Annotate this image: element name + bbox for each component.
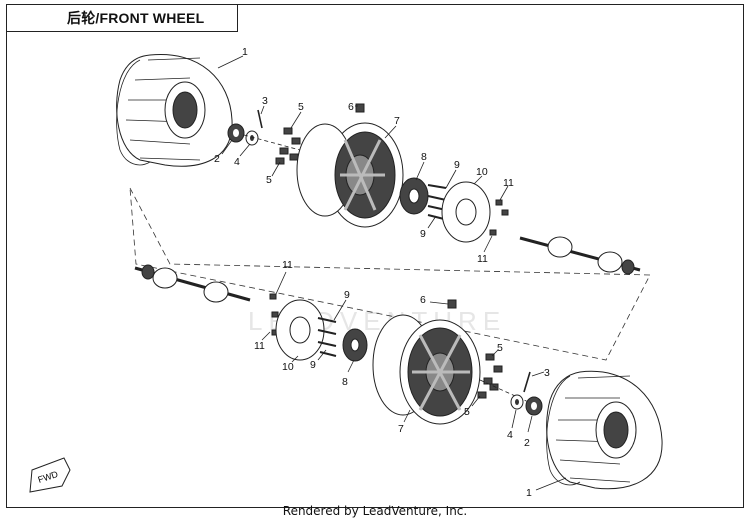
top-axle-nut[interactable] xyxy=(227,123,245,143)
callout-top-disc[interactable]: 10 xyxy=(476,166,488,178)
fwd-direction-badge: FWD xyxy=(29,457,71,493)
top-disc-bolts[interactable] xyxy=(489,199,509,236)
bottom-wheel-studs[interactable] xyxy=(317,317,337,357)
bottom-cotter-pin[interactable] xyxy=(523,371,531,393)
bottom-disc-bolts[interactable] xyxy=(269,293,279,336)
callout-bottom-studs-a[interactable]: 9 xyxy=(344,289,350,301)
title-box: 后轮/FRONT WHEEL xyxy=(6,4,238,32)
top-wheel-studs[interactable] xyxy=(427,184,447,220)
callout-bottom-disc[interactable]: 10 xyxy=(282,361,294,373)
callout-top-studs-a[interactable]: 9 xyxy=(454,159,460,171)
callout-bottom-lug-nuts-b[interactable]: 5 xyxy=(464,406,470,418)
callout-bottom-bolts-b[interactable]: 11 xyxy=(254,340,265,352)
callout-bottom-bolts-a[interactable]: 11 xyxy=(282,259,293,271)
callout-bottom-valve[interactable]: 6 xyxy=(420,294,426,306)
diagram-frame xyxy=(6,4,744,508)
top-brake-disc[interactable] xyxy=(441,181,491,243)
top-lug-nuts[interactable] xyxy=(275,127,301,165)
callouts: 1 2 3 4 5 5 6 7 8 9 9 10 11 11 11 11 9 9 xyxy=(214,46,567,499)
callout-top-nut[interactable]: 2 xyxy=(214,153,220,165)
top-rim[interactable] xyxy=(296,122,404,228)
top-cotter-pin[interactable] xyxy=(257,109,263,129)
assembly-boundary xyxy=(129,187,651,361)
callout-bottom-washer[interactable]: 4 xyxy=(507,429,513,441)
callout-bottom-rim[interactable]: 7 xyxy=(398,423,404,435)
top-hub[interactable] xyxy=(399,177,429,215)
bottom-washer[interactable] xyxy=(510,394,524,410)
bottom-tire[interactable] xyxy=(546,370,663,490)
callout-bottom-studs-b[interactable]: 9 xyxy=(310,359,316,371)
callout-bottom-tire[interactable]: 1 xyxy=(526,487,532,499)
callout-bottom-hub[interactable]: 8 xyxy=(342,376,348,388)
top-drive-shaft[interactable] xyxy=(519,236,641,275)
top-valve[interactable] xyxy=(355,103,365,113)
callout-top-bolts-b[interactable]: 11 xyxy=(477,253,488,265)
callout-top-pin[interactable]: 3 xyxy=(262,95,268,107)
callout-top-studs-b[interactable]: 9 xyxy=(420,228,426,240)
callout-top-valve[interactable]: 6 xyxy=(348,101,354,113)
bottom-hub[interactable] xyxy=(342,328,368,362)
callout-top-tire[interactable]: 1 xyxy=(242,46,248,58)
diagram-title: 后轮/FRONT WHEEL xyxy=(67,10,205,26)
callout-top-lug-nuts-b[interactable]: 5 xyxy=(266,174,272,186)
callout-bottom-pin[interactable]: 3 xyxy=(544,367,550,379)
callout-bottom-nut[interactable]: 2 xyxy=(524,437,530,449)
bottom-lug-nuts[interactable] xyxy=(477,353,503,399)
callout-top-hub[interactable]: 8 xyxy=(421,151,427,163)
bottom-rim[interactable] xyxy=(372,314,481,425)
callout-top-rim[interactable]: 7 xyxy=(394,115,400,127)
callout-top-washer[interactable]: 4 xyxy=(234,156,240,168)
callout-top-bolts-a[interactable]: 11 xyxy=(503,177,514,189)
callout-top-lug-nuts-a[interactable]: 5 xyxy=(298,101,304,113)
callout-bottom-lug-nuts-a[interactable]: 5 xyxy=(497,342,503,354)
bottom-brake-disc[interactable] xyxy=(275,299,325,361)
top-washer[interactable] xyxy=(245,130,259,146)
footer-credit: Rendered by LeadVenture, Inc. xyxy=(282,504,468,518)
bottom-valve[interactable] xyxy=(447,299,457,309)
bottom-axle-nut[interactable] xyxy=(525,396,543,416)
top-tire[interactable] xyxy=(116,53,233,167)
bottom-drive-shaft[interactable] xyxy=(134,264,251,303)
